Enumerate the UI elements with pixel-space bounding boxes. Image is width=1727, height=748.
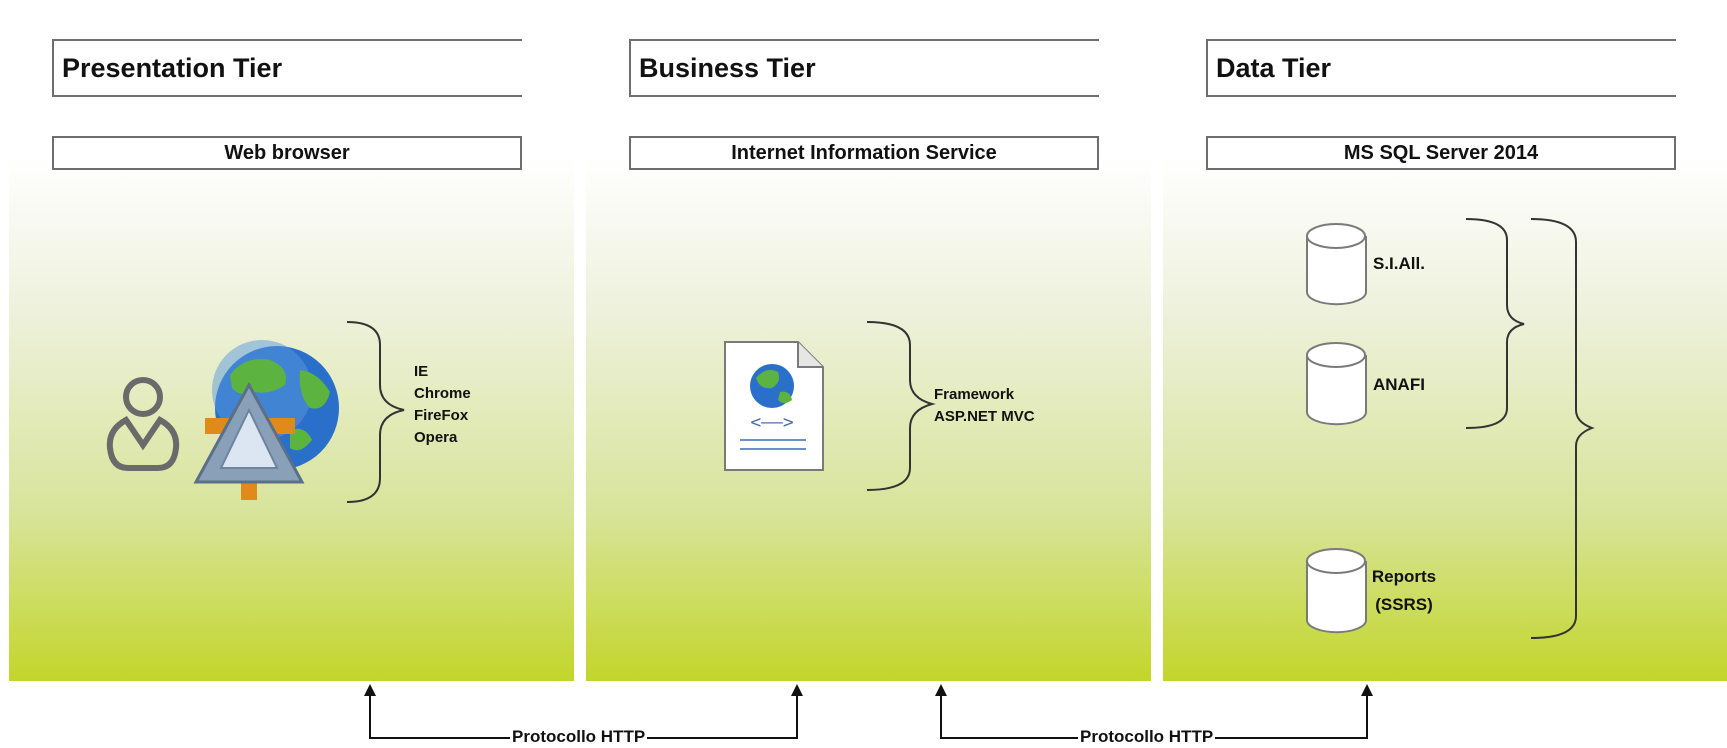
reports-label: Reports: [1371, 567, 1437, 586]
database-icon-reports: [1306, 548, 1367, 634]
web-browser-box: Web browser: [52, 136, 522, 170]
database-icon-anafi: [1306, 342, 1367, 426]
data-large-brace: [1530, 218, 1595, 639]
data-tier-title: Data Tier: [1206, 39, 1676, 97]
framework-list: Framework ASP.NET MVC: [934, 384, 1035, 428]
user-icon: [106, 377, 180, 471]
arrowhead-left-1: [364, 684, 376, 696]
arrowhead-left-2: [791, 684, 803, 696]
business-tier-title: Business Tier: [629, 39, 1099, 97]
database-icon-siall: [1306, 223, 1367, 306]
sql-server-box: MS SQL Server 2014: [1206, 136, 1676, 170]
svg-text:<——>: <——>: [750, 412, 794, 433]
iis-box: Internet Information Service: [629, 136, 1099, 170]
database-label-reports: Reports (SSRS): [1369, 563, 1439, 619]
business-brace: [866, 321, 936, 491]
aspnet-mvc-label: ASP.NET MVC: [934, 408, 1035, 425]
browser-chrome: Chrome: [414, 385, 471, 402]
data-tier-panel: Data Tier MS SQL Server 2014: [1163, 8, 1727, 681]
ssrs-label: (SSRS): [1375, 595, 1433, 614]
data-small-brace: [1465, 218, 1525, 429]
browser-firefox: FireFox: [414, 407, 469, 424]
browser-ie: IE: [414, 363, 429, 380]
business-tier-panel: Business Tier Internet Information Servi…: [586, 8, 1151, 681]
http-label-left: Protocollo HTTP: [510, 727, 648, 747]
browser-list: IE Chrome FireFox Opera: [414, 361, 471, 449]
browser-opera: Opera: [414, 429, 458, 446]
http-label-right: Protocollo HTTP: [1078, 727, 1216, 747]
presentation-brace: [346, 321, 405, 503]
web-document-icon: <——>: [724, 341, 824, 471]
framework-label: Framework: [934, 386, 1015, 403]
database-label-siall: S.I.All.: [1373, 254, 1425, 273]
presentation-tier-title: Presentation Tier: [52, 39, 522, 97]
database-label-anafi: ANAFI: [1373, 375, 1425, 394]
arrowhead-right-2: [1361, 684, 1373, 696]
arrowhead-right-1: [935, 684, 947, 696]
presentation-tier-panel: Presentation Tier Web browser: [9, 8, 574, 681]
browser-triangle-icon: [193, 381, 305, 500]
